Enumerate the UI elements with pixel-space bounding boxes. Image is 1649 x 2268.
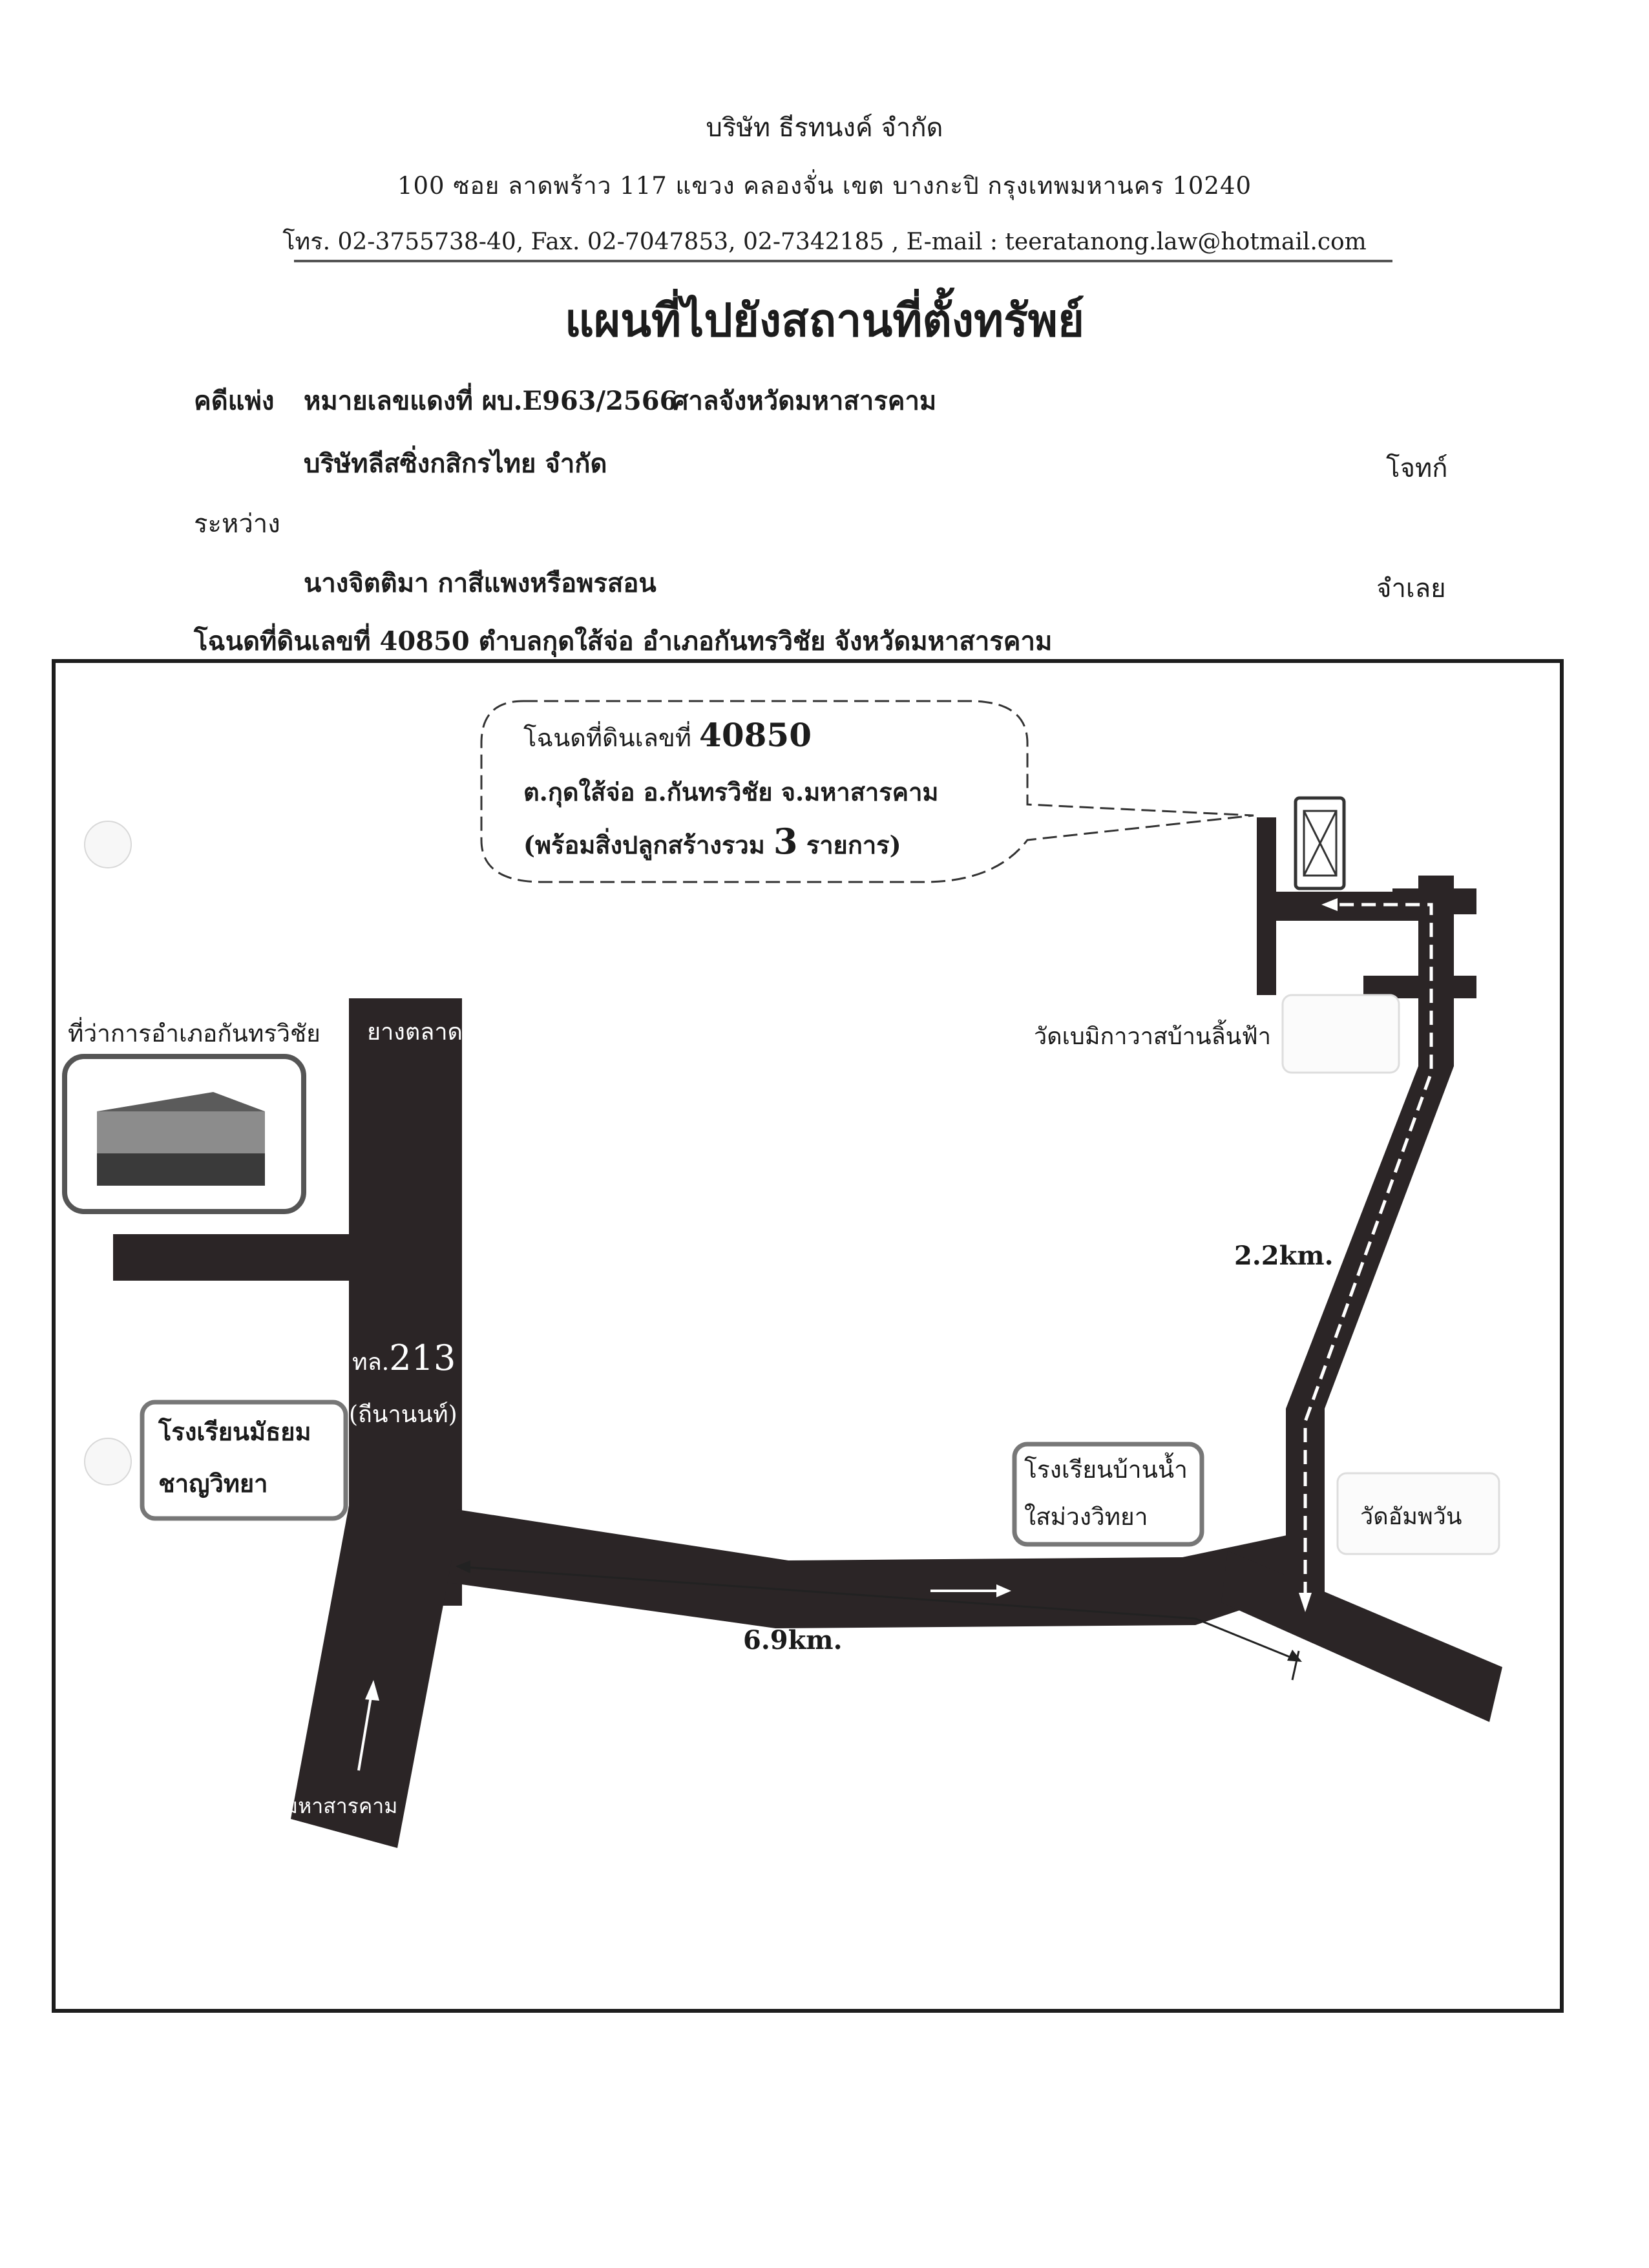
callout-line1: โฉนดที่ดินเลขที่ 40850: [523, 716, 812, 757]
case-number: หมายเลขแดงที่ ผบ.E963/2566: [304, 386, 678, 416]
callout-deed-label: โฉนดที่ดินเลขที่: [523, 724, 691, 752]
plaintiff-name: บริษัทลีสซิ่งกสิกรไทย จำกัด: [304, 448, 607, 479]
wat-benmika-label: วัดเบมิกาวาสบ้านลิ้นฟ้า: [1034, 1024, 1271, 1050]
defendant-name: นางจิตติมา กาสีแพงหรือพรสอน: [304, 568, 656, 598]
callout-count: 3: [773, 821, 798, 862]
callout-count-prefix: (พร้อมสิ่งปลูกสร้างรวม: [523, 830, 765, 859]
deed-line: โฉนดที่ดินเลขที่ 40850 ตำบลกุดใส้จ่อ อำเ…: [194, 626, 1053, 656]
wat-amphawan-label: วัดอัมพวัน: [1360, 1504, 1462, 1530]
case-court: ศาลจังหวัดมหาสารคาม: [672, 386, 937, 416]
soi-vertical: [1257, 817, 1276, 995]
callout-deed-number: 40850: [699, 716, 812, 754]
road-name-label: (ถีนานนท์): [349, 1402, 457, 1428]
page-title: แผนที่ไปยังสถานที่ตั้งทรัพย์: [565, 293, 1084, 347]
school1-label-line2: ชาญวิทยา: [158, 1469, 268, 1498]
north-road: [1286, 876, 1454, 1596]
yang-talat-label: ยางตลาด: [367, 1019, 463, 1045]
district-office-label: ที่ว่าการอำเภอกันทรวิชัย: [68, 1020, 320, 1047]
school2-label-line1: โรงเรียนบ้านน้ำ: [1024, 1456, 1188, 1484]
map-frame: [52, 659, 1564, 2013]
distance-long-label: 6.9km.: [743, 1625, 843, 1655]
southeast-road: [1221, 1551, 1502, 1722]
punch-hole-top: [84, 821, 132, 868]
header-divider: [294, 260, 1392, 262]
company-name: บริษัท ธีรทนงค์ จำกัด: [706, 113, 943, 143]
route-dashed-path: [1303, 903, 1433, 1596]
route-prefix: ทล.: [352, 1349, 390, 1376]
between-label: ระหว่าง: [194, 509, 280, 539]
plaintiff-role: โจทก์: [1386, 454, 1448, 483]
punch-hole-bottom: [84, 1438, 132, 1486]
wat-amphawan-box: [1336, 1472, 1500, 1555]
school2-box: [1012, 1442, 1204, 1547]
route-number-label: ทล.213: [352, 1338, 456, 1380]
highway-213-south-segment: [291, 1506, 462, 1848]
distance-measure-long: [461, 1566, 1299, 1662]
company-address: 100 ซอย ลาดพร้าว 117 แขวง คลองจั่น เขต บ…: [397, 172, 1252, 200]
callout-count-suffix: รายการ): [806, 830, 901, 859]
school1-box: [140, 1400, 348, 1521]
route-number: 213: [389, 1338, 456, 1378]
maha-sarakham-label: มหาสารคาม: [284, 1794, 398, 1818]
defendant-role: จำเลย: [1376, 574, 1446, 604]
callout-line2: ต.กุดใส้จ่อ อ.กันทรวิชัย จ.มหาสารคาม: [523, 777, 939, 806]
company-contact: โทร. 02-3755738-40, Fax. 02-7047853, 02-…: [282, 229, 1367, 255]
case-type-label: คดีแพ่ง: [194, 386, 275, 416]
school1-label-line1: โรงเรียนมัธยม: [158, 1417, 311, 1446]
callout-line3: (พร้อมสิ่งปลูกสร้างรวม 3 รายการ): [523, 821, 901, 865]
wat-benmika-box: [1281, 994, 1400, 1074]
school2-label-line2: ใสม่วงวิทยา: [1024, 1503, 1148, 1531]
northbound-arrow: [357, 1692, 373, 1771]
highway-213-road: [349, 998, 462, 1606]
deed-callout-bubble: [480, 700, 1254, 883]
distance-short-label: 2.2km.: [1234, 1241, 1334, 1271]
main-east-road: [452, 1509, 1312, 1628]
west-branch-road: [113, 1234, 359, 1281]
